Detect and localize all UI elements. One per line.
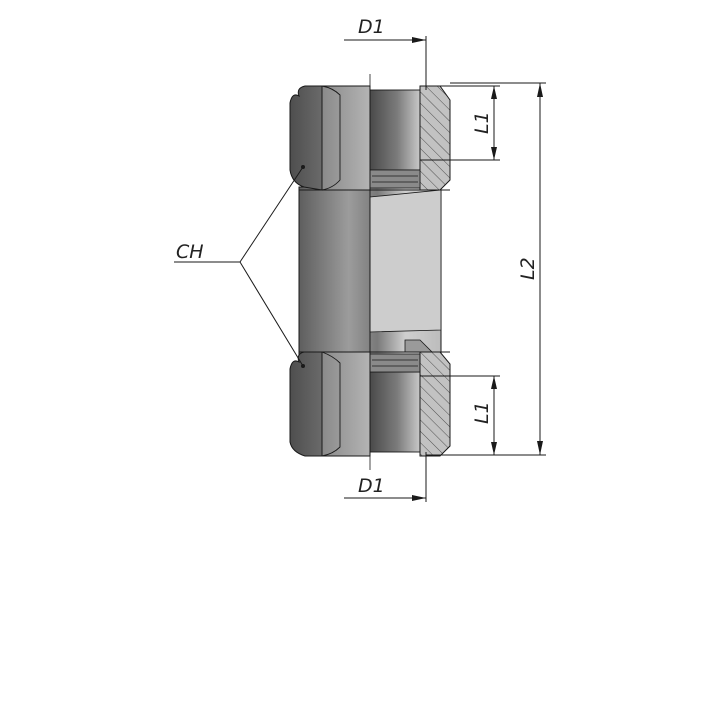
- dimension-d1-top: D1: [344, 16, 427, 90]
- ch-label: CH: [176, 241, 204, 263]
- top-hex-nut: [289, 85, 451, 191]
- d1-top-label: D1: [358, 16, 385, 38]
- l1-top-label: L1: [471, 111, 493, 134]
- l1-bottom-label: L1: [471, 401, 493, 424]
- dimension-l2: L2: [450, 82, 546, 456]
- dimension-d1-bottom: D1: [344, 452, 427, 502]
- ch-leader: CH: [174, 165, 305, 368]
- dimension-l1-bottom: L1: [420, 375, 500, 456]
- d1-bottom-label: D1: [358, 475, 385, 497]
- dimension-l1-top: L1: [420, 85, 500, 161]
- l2-label: L2: [517, 257, 539, 280]
